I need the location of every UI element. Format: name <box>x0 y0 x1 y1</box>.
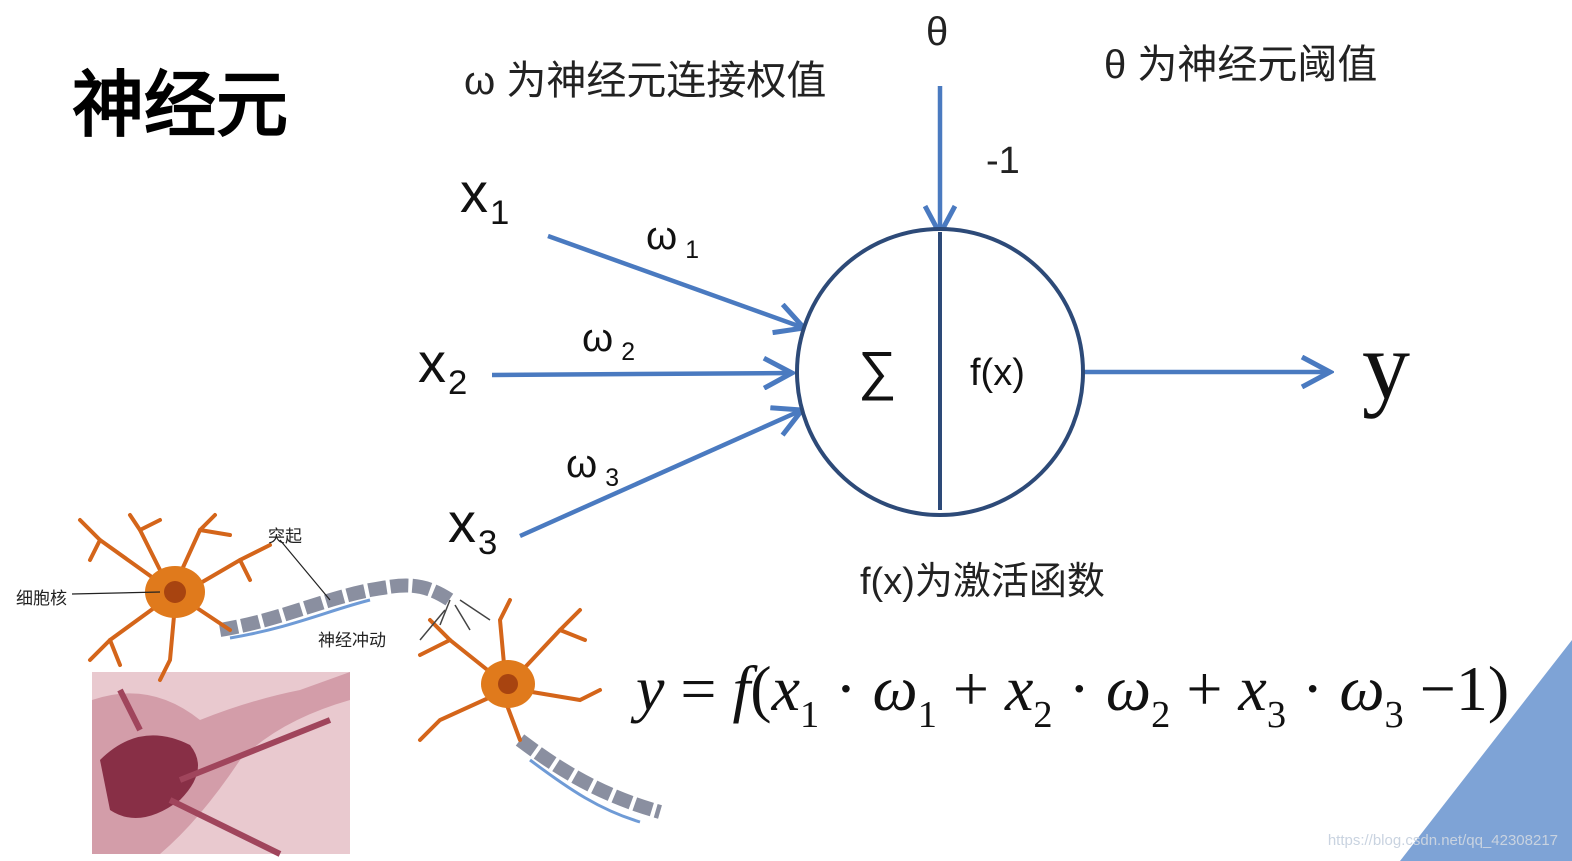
threshold-note: θ 为神经元阈值 <box>1104 43 1378 87</box>
label-impulse: 神经冲动 <box>318 631 386 650</box>
output-y: y <box>1362 312 1410 419</box>
input-arrow-1 <box>547 233 804 328</box>
input-arrow-3 <box>519 410 802 539</box>
activation-label: f(x) <box>970 352 1025 394</box>
input-x1: x1 <box>460 161 510 233</box>
input-x3: x3 <box>448 491 498 563</box>
watermark: https://blog.csdn.net/qq_42308217 <box>1327 832 1558 849</box>
bias-value: -1 <box>986 140 1020 182</box>
biological-neuron-illustration <box>71 513 662 857</box>
threshold-symbol: θ <box>926 10 949 54</box>
corner-decoration <box>1400 640 1572 861</box>
input-x2: x2 <box>418 331 468 403</box>
sum-symbol: ∑ <box>858 341 897 401</box>
input-arrow-2 <box>491 373 792 375</box>
neuron-formula: y = f(x1 · ω1 + x2 · ω2 + x3 · ω3 −1) <box>636 653 1510 737</box>
label-nucleus: 细胞核 <box>16 589 67 608</box>
label-protrusion: 突起 <box>268 527 302 546</box>
activation-note: f(x)为激活函数 <box>860 561 1105 603</box>
page-title: 神经元 <box>72 66 289 146</box>
weight-note: ω 为神经元连接权值 <box>464 59 827 103</box>
